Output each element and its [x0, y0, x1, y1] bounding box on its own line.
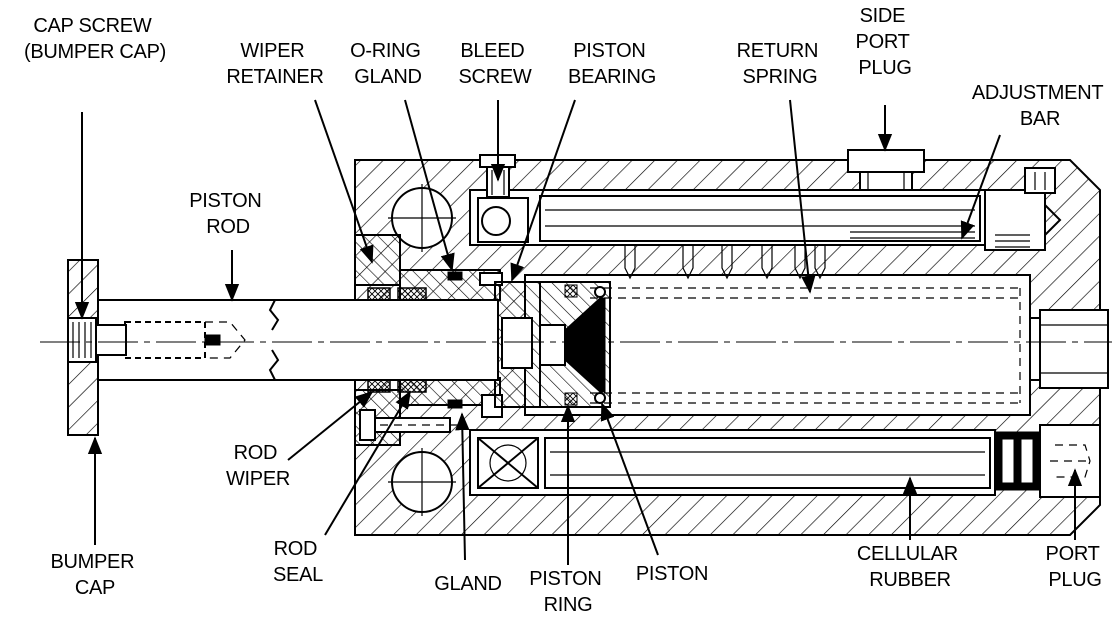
mounting-hole-bottom — [388, 448, 456, 516]
side-port-plug-body — [847, 149, 925, 173]
cylinder-body — [354, 149, 1109, 536]
label-cellular-rubber: CELLULAR RUBBER — [857, 543, 963, 591]
label-bleed-screw: BLEED SCREW — [459, 40, 532, 88]
rod-wiper-seal-bottom — [367, 379, 391, 393]
port-plug-block — [994, 431, 1041, 491]
label-piston-ring: PISTON RING — [529, 568, 607, 616]
bumper-cap — [67, 259, 127, 436]
cellular-rubber-body — [544, 437, 991, 489]
label-piston: PISTON — [636, 563, 708, 585]
return-spring-pins — [624, 245, 826, 280]
label-adjustment-bar: ADJUSTMENT BAR — [972, 82, 1108, 130]
label-wiper-retainer: WIPER RETAINER — [226, 40, 323, 88]
label-side-port-plug: SIDE PORT PLUG — [856, 5, 915, 79]
label-piston-rod: PISTON ROD — [189, 190, 267, 238]
upper-block-hole — [481, 206, 511, 236]
adjustment-bar-body — [539, 195, 981, 242]
label-port-plug: PORT PLUG — [1046, 543, 1105, 591]
piston-assembly — [494, 281, 611, 408]
label-o-ring-gland: O-RING GLAND — [350, 40, 426, 88]
adjustment-screw — [984, 189, 1046, 251]
wiper-retainer-body — [354, 234, 401, 286]
piston-ring-bottom — [564, 392, 578, 406]
label-piston-bearing: PISTON BEARING — [568, 40, 656, 88]
label-bumper-cap: BUMPER CAP — [50, 551, 139, 599]
bumper-cap-screw — [67, 317, 97, 363]
vent-screw — [1024, 167, 1056, 194]
rod-wiper-seal-top — [367, 287, 391, 301]
label-rod-seal: ROD SEAL — [273, 538, 323, 586]
labels: CAP SCREW (BUMPER CAP) WIPER RETAINER O-… — [24, 5, 1108, 616]
piston-rod — [97, 299, 499, 381]
rod-seal-top — [397, 287, 427, 301]
leader-lines — [74, 99, 1083, 565]
piston-ring-top — [564, 284, 578, 298]
rod-seal-bottom — [397, 379, 427, 393]
o-ring-bottom — [447, 399, 463, 409]
label-rod-wiper: ROD WIPER — [226, 442, 290, 490]
label-cap-screw: CAP SCREW (BUMPER CAP) — [24, 15, 166, 63]
label-gland: GLAND — [434, 573, 501, 595]
mounting-hole-top — [388, 184, 456, 252]
o-ring-top — [447, 271, 463, 281]
label-return-spring: RETURN SPRING — [737, 40, 824, 88]
